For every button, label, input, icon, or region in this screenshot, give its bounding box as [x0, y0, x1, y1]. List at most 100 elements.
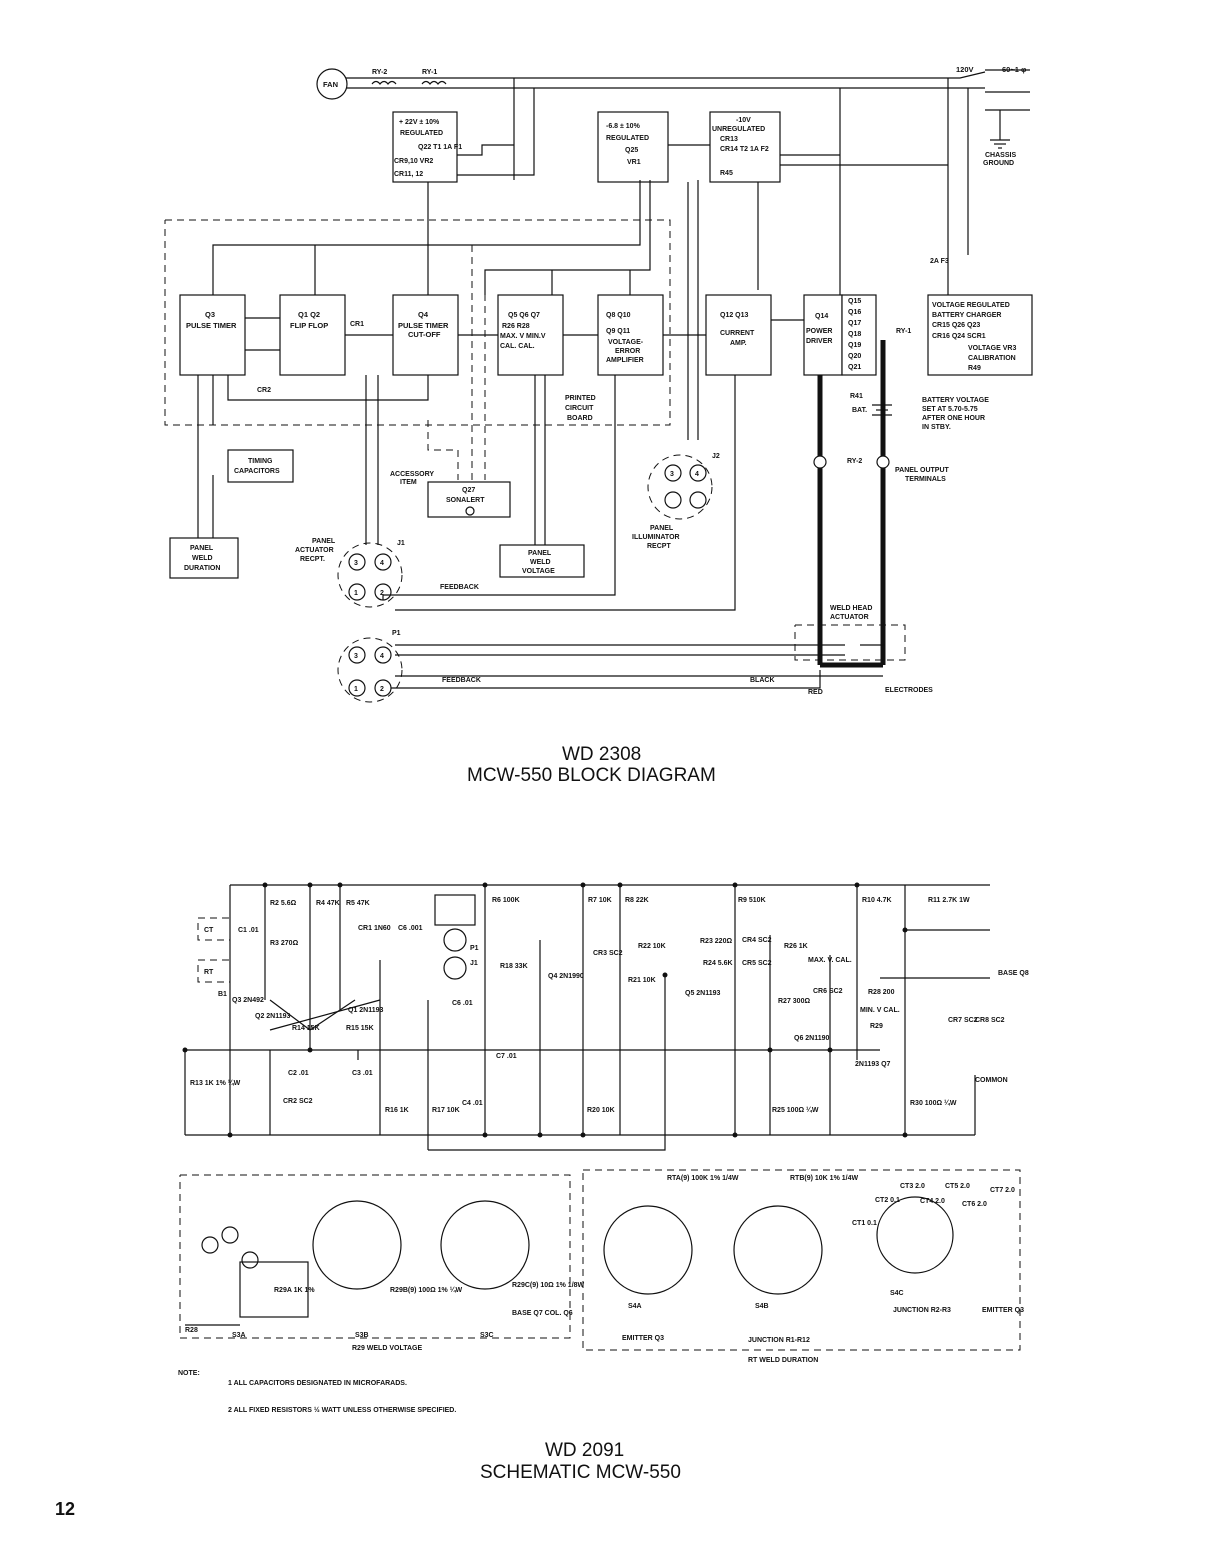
- connector-p1: [434, 894, 476, 926]
- q4-s-label: Q4 2N1990: [548, 973, 584, 980]
- r20-label: R20 10K: [587, 1107, 615, 1114]
- c2-label: C2 .01: [288, 1070, 309, 1077]
- note-1: 1 ALL CAPACITORS DESIGNATED IN MICROFARA…: [228, 1380, 407, 1387]
- charger-line6: CALIBRATION: [968, 355, 1016, 362]
- q21: Q21: [848, 364, 861, 371]
- regulator-6v8-box: [597, 111, 669, 183]
- r27-label: R27 300Ω: [778, 998, 810, 1005]
- volterr-line1: Q8 Q10: [606, 312, 631, 319]
- schematic-title-1: WD 2091: [545, 1440, 624, 1461]
- charger-line5: VOLTAGE VR3: [968, 345, 1016, 352]
- weld-head-2: ACTUATOR: [830, 614, 869, 621]
- pd-line1: Q14: [815, 313, 828, 320]
- j1-pin2-label: 2: [380, 590, 384, 597]
- volterr-line5: AMPLIFIER: [606, 357, 644, 364]
- note-2: 2 ALL FIXED RESISTORS ½ WATT UNLESS OTHE…: [228, 1406, 456, 1414]
- common-label: COMMON: [975, 1077, 1008, 1084]
- r28-s-label: R28 200: [868, 989, 895, 996]
- accessory-1: ACCESSORY: [390, 471, 434, 478]
- illuminator-1: PANEL: [650, 525, 674, 532]
- j2-pin3-label: 3: [670, 471, 674, 478]
- panel-illuminator-receptacle: [647, 454, 713, 520]
- q20: Q20: [848, 353, 861, 360]
- cr4-label: CR4 SC2: [742, 937, 772, 944]
- r29c-label: R29C(9) 10Ω 1% 1/8W: [512, 1282, 585, 1289]
- r13-label: R13 1K 1% ¼W: [190, 1079, 241, 1087]
- r8-label: R8 22K: [625, 897, 649, 904]
- cr7-label: CR7 SC2: [948, 1017, 978, 1024]
- curamp-line3: AMP.: [730, 340, 747, 347]
- p1-pin4-label: 4: [380, 653, 384, 660]
- c3-label: C3 .01: [352, 1070, 373, 1077]
- s4a-label: S4A: [628, 1303, 642, 1310]
- s4c-label: S4C: [890, 1290, 904, 1297]
- pd-line2: POWER: [806, 328, 832, 335]
- ct2-label: CT2 0.1: [875, 1197, 900, 1204]
- q16: Q16: [848, 309, 861, 316]
- r11-label: R11 2.7K 1W: [928, 897, 970, 904]
- cr2-label: CR2: [257, 387, 271, 394]
- r7-label: R7 10K: [588, 897, 612, 904]
- block-diagram-title-1: WD 2308: [562, 744, 641, 765]
- sonalert-icon: [465, 506, 475, 516]
- j1-pin-3: [348, 553, 366, 571]
- positive-terminal: [876, 455, 890, 469]
- rta-label: RTA(9) 100K 1% 1/4W: [667, 1175, 739, 1182]
- charger-line2: BATTERY CHARGER: [932, 312, 1001, 319]
- unreg10-line4: CR14 T2 1A F2: [720, 146, 769, 153]
- weld-voltage-label: R29 WELD VOLTAGE: [352, 1345, 422, 1352]
- charger-line3: CR15 Q26 Q23: [932, 322, 980, 329]
- reg22-line4: CR9,10 VR2: [394, 158, 433, 165]
- fan-label: FAN: [323, 80, 338, 89]
- emitter-q3b-label: EMITTER Q3: [982, 1307, 1024, 1314]
- max-min-cal-box: [497, 294, 564, 376]
- power-driver-box: [803, 294, 843, 376]
- s3a-label: S3A: [232, 1332, 246, 1339]
- weld-voltage-switch-frame: [179, 1174, 571, 1339]
- reg68-line4: VR1: [627, 159, 641, 166]
- block-diagram-title-2: MCW-550 BLOCK DIAGRAM: [467, 765, 716, 786]
- curamp-line1: Q12 Q13: [720, 312, 749, 319]
- q2-s-label: Q2 2N1193: [255, 1013, 291, 1020]
- ry1-label: RY-1: [422, 69, 437, 76]
- maxcal-line2: R26 R28: [502, 323, 530, 330]
- frequency-label: 60~1 φ: [1002, 65, 1027, 74]
- illuminator-2: ILLUMINATOR: [632, 534, 680, 541]
- block-diagram: 120V 60~1 φ CHASSIS GROUND FAN RY-2 RY-1…: [164, 65, 1033, 786]
- c6a-label: C6 .001: [398, 925, 423, 932]
- weld-duration-1: PANEL: [190, 545, 214, 552]
- page-number: 12: [55, 1499, 75, 1519]
- r29-s-label: R29: [870, 1023, 883, 1030]
- panel-weld-voltage-box: [499, 544, 585, 578]
- j2-pin-2: [689, 491, 707, 509]
- reg22-line5: CR11, 12: [394, 171, 423, 178]
- battery-note-3: AFTER ONE HOUR: [922, 415, 985, 422]
- curamp-line2: CURRENT: [720, 330, 755, 337]
- weld-duration-switch-frame: [582, 1169, 1021, 1351]
- pcb-line2: CIRCUIT: [565, 405, 594, 412]
- c7-label: C7 .01: [496, 1053, 517, 1060]
- minv-label: MIN. V CAL.: [860, 1007, 900, 1014]
- r5-label: R5 47K: [346, 900, 370, 907]
- reg68-line2: REGULATED: [606, 135, 649, 142]
- j2-pin-1: [664, 491, 682, 509]
- p1-plug: [337, 637, 403, 703]
- s3c-label: S3C: [480, 1332, 494, 1339]
- chassis-ground-label-1: CHASSIS: [985, 152, 1016, 159]
- panel-actuator-receptacle: [337, 542, 403, 608]
- pulse-timer-q3: Q3: [205, 310, 215, 319]
- maxv-label: MAX. V. CAL.: [808, 957, 852, 964]
- reg22-line2: REGULATED: [400, 130, 443, 137]
- battery-note-2: SET AT 5.70-5.75: [922, 406, 978, 413]
- j1-s-label: J1: [470, 960, 478, 967]
- p1-pin1-label: 1: [354, 686, 358, 693]
- panel-output-1: PANEL OUTPUT: [895, 467, 950, 474]
- weld-voltage-2: WELD: [530, 559, 551, 566]
- red-label: RED: [808, 689, 823, 696]
- cr3-label: CR3 SC2: [593, 950, 623, 957]
- sonalert-q27: Q27: [462, 487, 475, 494]
- electrodes-label: ELECTRODES: [885, 687, 933, 694]
- printed-circuit-board-outline: [164, 219, 671, 426]
- cutoff-line3: CUT-OFF: [408, 330, 441, 339]
- pcb-line1: PRINTED: [565, 395, 596, 402]
